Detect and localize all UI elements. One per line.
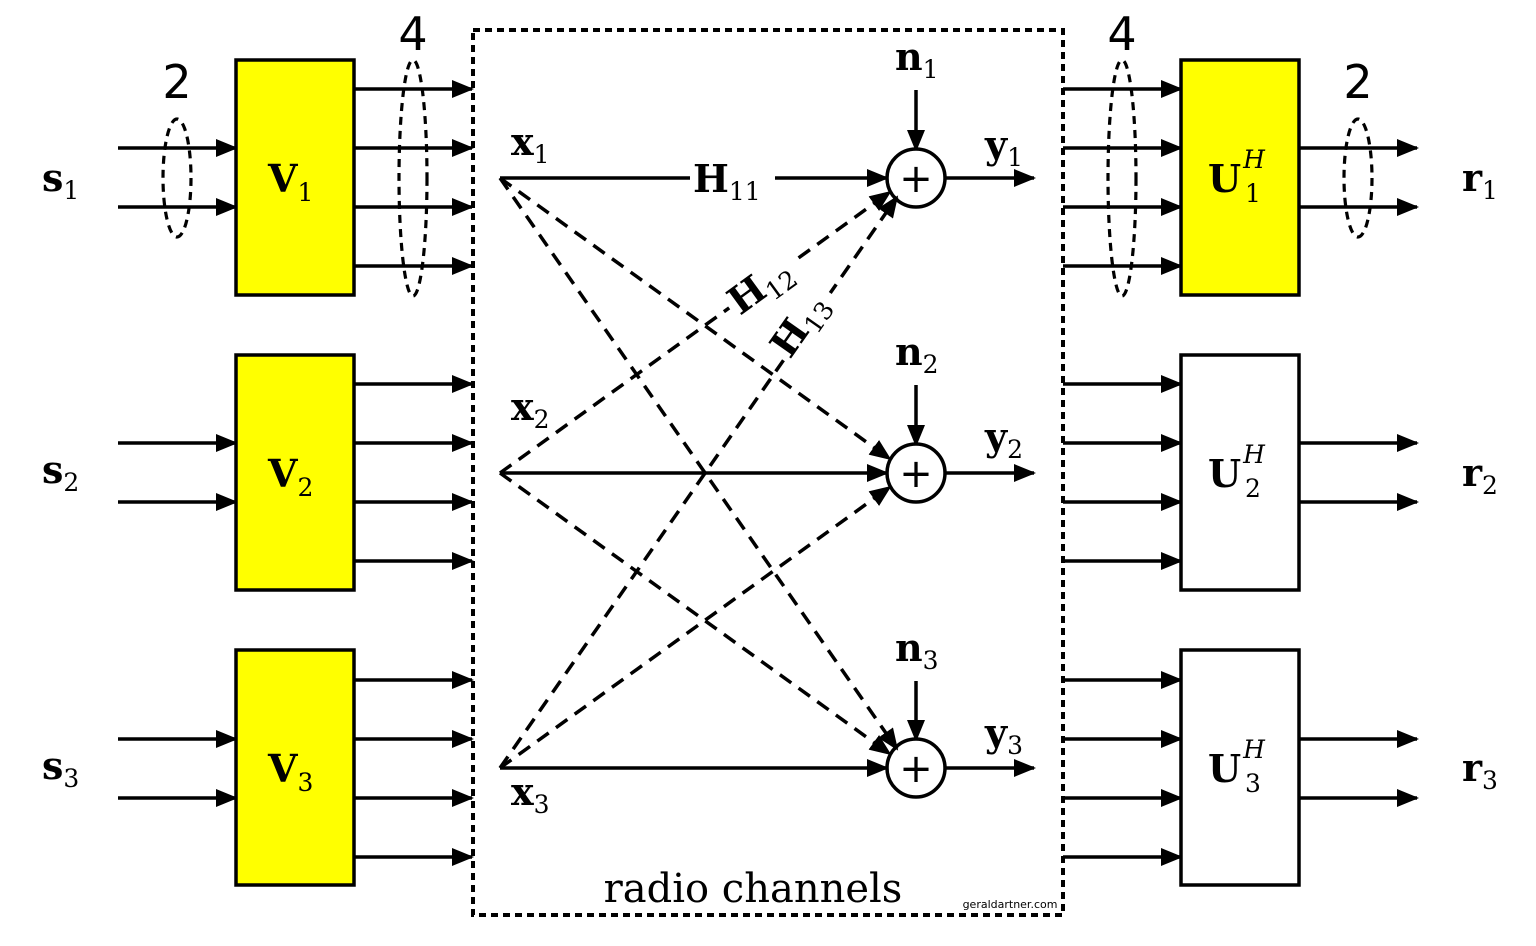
transmit-label-3: x3 — [511, 769, 550, 819]
decoder-box-3 — [1179, 648, 1301, 887]
output-label-2: r2 — [1462, 450, 1498, 500]
radio-channel-label: radio channels — [604, 866, 903, 912]
noise-label-1: n1 — [895, 34, 939, 84]
received-label-2: y2 — [984, 414, 1023, 464]
channel-label-h11: H11 — [693, 156, 761, 206]
transmit-label-2: x2 — [511, 384, 550, 434]
decoder-box-1 — [1179, 58, 1301, 297]
interference-link — [498, 177, 899, 751]
precoded-stream-count: 4 — [398, 7, 427, 61]
received-label-1: y1 — [984, 122, 1023, 172]
interference-link — [498, 471, 892, 756]
interference-link — [498, 195, 899, 769]
precoder-box-2 — [234, 353, 356, 592]
output-stream-group — [1342, 117, 1374, 239]
received-stream-group — [1106, 58, 1138, 298]
precoder-label-2: V2 — [267, 451, 313, 502]
radio-channel-box — [471, 28, 1065, 917]
received-label-3: y3 — [984, 710, 1023, 760]
noise-label-2: n2 — [895, 329, 939, 379]
sum-symbol: + — [899, 451, 933, 497]
received-stream-count: 4 — [1107, 7, 1136, 61]
transmit-label-1: x1 — [511, 119, 550, 169]
input-label-2: s2 — [42, 447, 79, 497]
precoder-label-3: V3 — [267, 746, 313, 797]
sum-symbol: + — [899, 746, 933, 792]
output-label-1: r1 — [1462, 155, 1498, 205]
decoder-box-2 — [1179, 353, 1301, 592]
input-stream-group — [161, 117, 193, 239]
precoder-box-3 — [234, 648, 356, 887]
interference-link — [498, 190, 892, 475]
output-label-3: r3 — [1462, 745, 1498, 795]
interference-link — [498, 176, 892, 461]
input-label-1: s1 — [42, 155, 79, 205]
input-stream-count: 2 — [162, 55, 191, 109]
interference-link — [498, 485, 892, 770]
input-label-3: s3 — [42, 743, 79, 793]
output-stream-count: 2 — [1343, 55, 1372, 109]
channel-links: H11 H12 H13 — [498, 156, 899, 777]
sum-symbol: + — [899, 156, 933, 202]
precoder-label-1: V1 — [267, 156, 313, 207]
precoded-stream-group — [397, 58, 429, 298]
noise-label-3: n3 — [895, 625, 939, 675]
credit-label: geraldartner.com — [963, 898, 1058, 911]
precoder-box-1 — [234, 58, 356, 297]
